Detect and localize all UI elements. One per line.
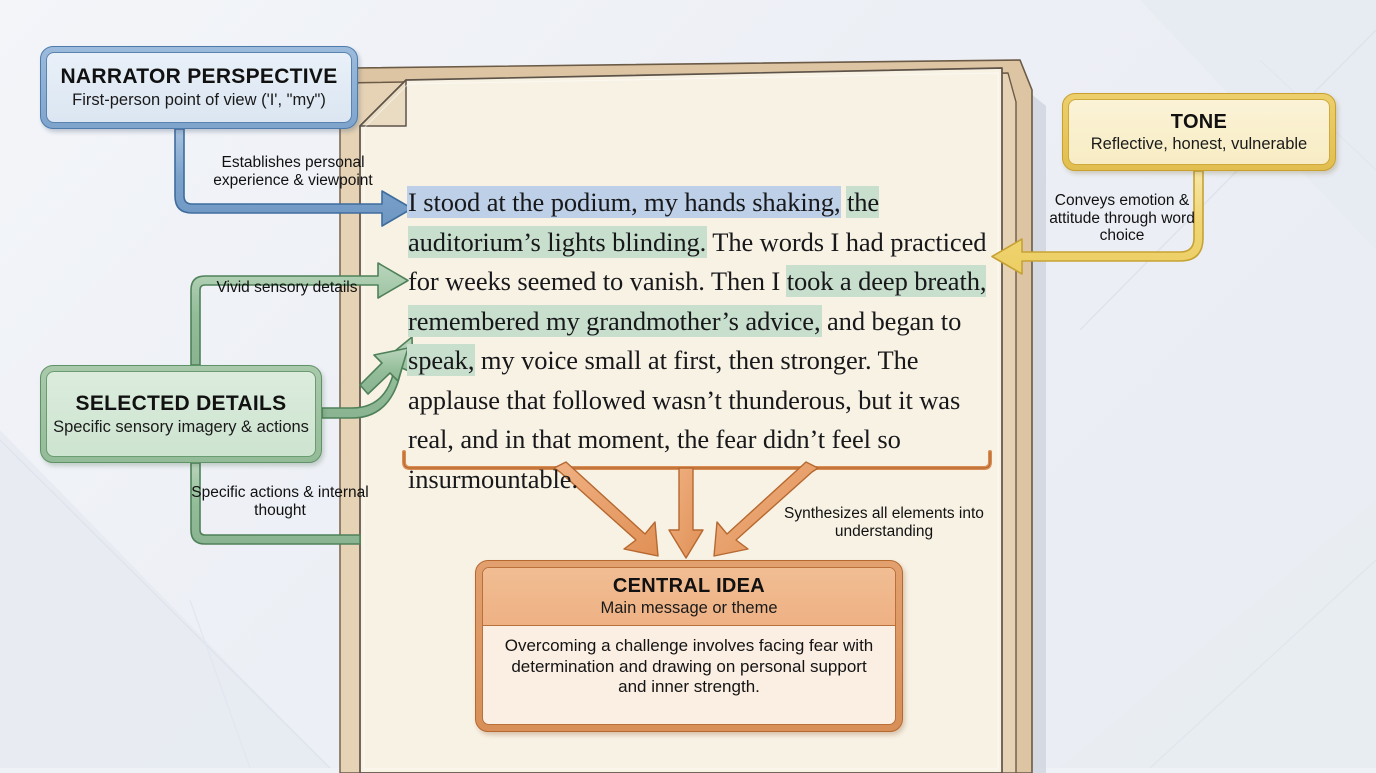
card-narrator-perspective[interactable]: NARRATOR PERSPECTIVE First-person point …	[40, 46, 358, 129]
selected-details-title: SELECTED DETAILS	[75, 391, 287, 415]
passage-text: I stood at the podium, my hands shaking,…	[408, 183, 993, 499]
narrator-subtitle: First-person point of view ('I', "my")	[72, 91, 326, 110]
connector-details-lower	[190, 462, 361, 545]
highlight-narrator: I stood at the podium, my hands shaking,	[408, 187, 841, 217]
selected-details-subtitle: Specific sensory imagery & actions	[53, 417, 309, 436]
connector-details-upper	[190, 262, 409, 366]
card-selected-details[interactable]: SELECTED DETAILS Specific sensory imager…	[40, 365, 322, 463]
central-idea-title: CENTRAL IDEA	[612, 575, 766, 597]
label-specific-actions: Specific actions & internal thought	[191, 484, 369, 519]
tone-title: TONE	[1170, 110, 1228, 133]
label-vivid-sensory: Vivid sensory details	[216, 279, 358, 296]
highlight-action-2: speak,	[408, 345, 475, 375]
tone-subtitle: Reflective, honest, vulnerable	[1090, 134, 1308, 153]
label-establishes: Establishes personal experience & viewpo…	[213, 154, 373, 189]
passage-plain-2: and began to	[820, 305, 962, 336]
connector-details-arrowhead-3	[359, 347, 409, 395]
central-idea-body: Overcoming a challenge involves facing f…	[504, 636, 874, 697]
narrator-title: NARRATOR PERSPECTIVE	[60, 65, 338, 89]
card-central-idea[interactable]: CENTRAL IDEA Main message or theme Overc…	[475, 560, 903, 732]
connector-synthesis	[402, 450, 992, 470]
central-idea-header: CENTRAL IDEA Main message or theme	[483, 568, 895, 627]
connector-tone	[991, 170, 1204, 275]
arrow-synthesis-right	[713, 461, 819, 557]
passage-plain-3: my voice small at first, then stronger. …	[408, 345, 961, 494]
passage-plain-1: The words I had practiced for weeks seem…	[408, 226, 987, 297]
arrow-synthesis-center	[668, 467, 704, 559]
label-synthesizes: Synthesizes all elements into understand…	[784, 505, 984, 540]
label-conveys-emotion: Conveys emotion & attitude through word …	[1049, 192, 1195, 244]
central-idea-subtitle: Main message or theme	[600, 599, 778, 617]
connector-narrator	[174, 128, 413, 227]
card-tone[interactable]: TONE Reflective, honest, vulnerable	[1062, 93, 1336, 171]
arrow-synthesis-left	[553, 461, 659, 557]
